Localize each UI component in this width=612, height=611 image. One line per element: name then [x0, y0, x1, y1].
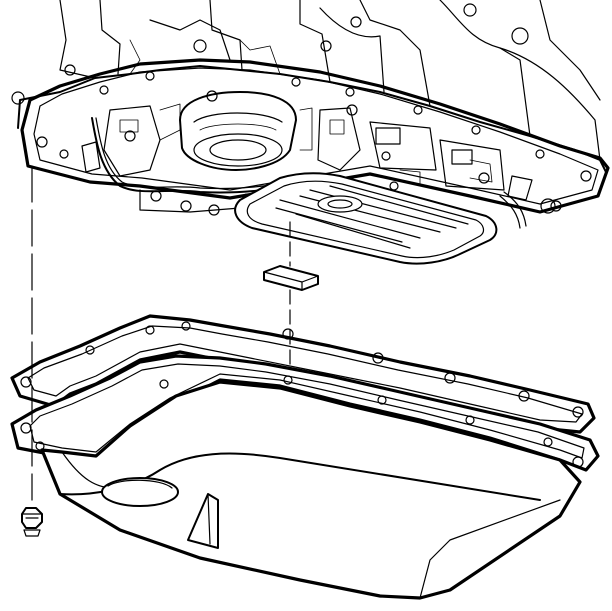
- filter-seal: [263, 265, 319, 291]
- pan-bolt: [21, 507, 43, 537]
- transmission-case: [11, 0, 610, 229]
- alignment-lines: [31, 165, 291, 501]
- oil-pan: [10, 354, 600, 600]
- converter-housing: [179, 91, 297, 171]
- oil-filter: [234, 172, 498, 265]
